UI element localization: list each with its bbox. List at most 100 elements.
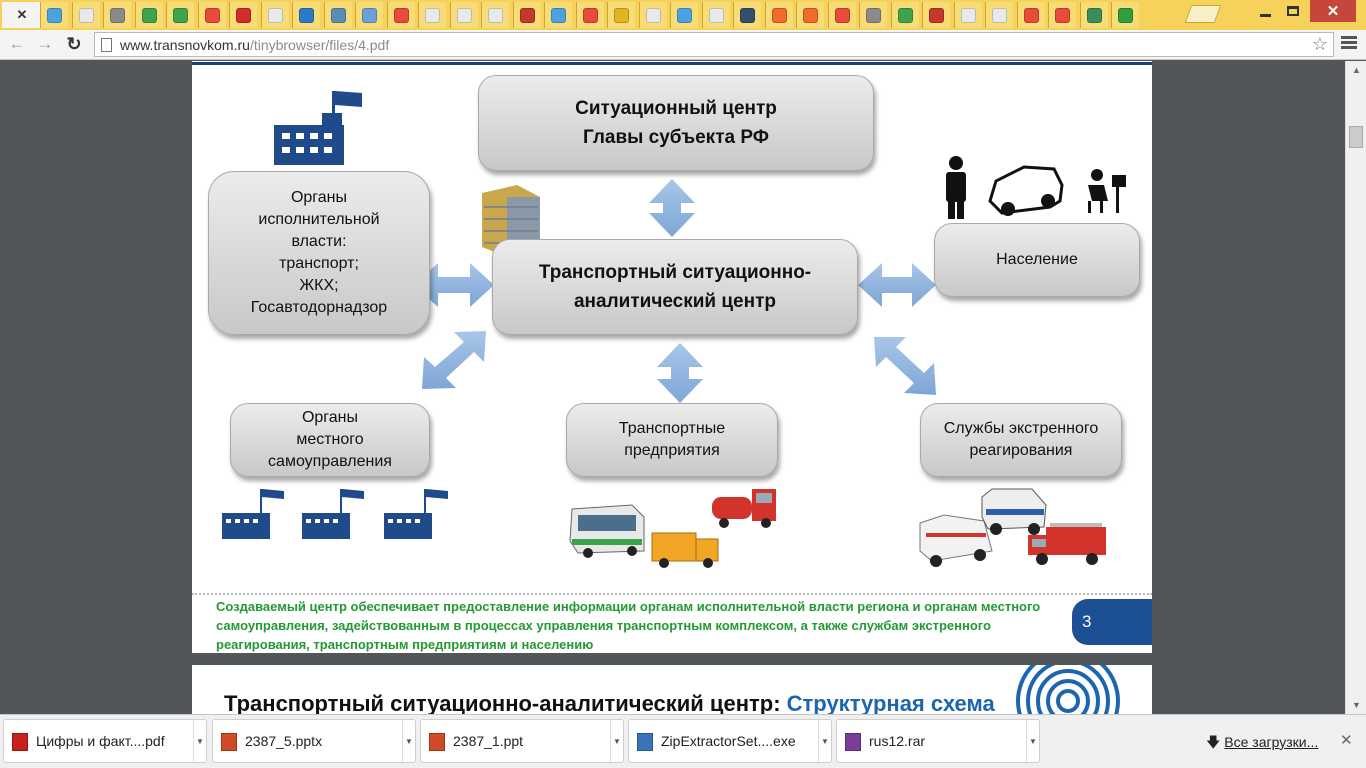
chrome-menu-button[interactable] — [1341, 36, 1357, 52]
browser-tab[interactable] — [670, 2, 698, 28]
browser-tab[interactable] — [481, 2, 509, 28]
all-downloads-link[interactable]: 🡇 Все загрузки... — [1206, 732, 1318, 756]
browser-tab[interactable] — [890, 2, 919, 28]
browser-tab[interactable] — [985, 2, 1013, 28]
browser-tab[interactable] — [764, 2, 793, 28]
grid-icon — [614, 7, 629, 23]
window-close-button[interactable]: ✕ — [1310, 0, 1356, 22]
transport-enterprises-line-1: Транспортные — [618, 420, 726, 437]
globe-icon — [299, 7, 314, 23]
browser-tab[interactable] — [323, 2, 352, 28]
browser-tab[interactable] — [71, 2, 100, 28]
browser-tab[interactable] — [733, 2, 761, 28]
download-menu-arrow-icon[interactable]: ▼ — [402, 720, 415, 762]
browser-tab[interactable] — [229, 2, 257, 28]
download-menu-arrow-icon[interactable]: ▼ — [610, 720, 623, 762]
maximize-button[interactable] — [1280, 0, 1306, 22]
shelf-close-icon[interactable]: ✕ — [1340, 732, 1353, 749]
yandex-icon — [393, 7, 409, 23]
browser-tab[interactable] — [103, 2, 131, 28]
browser-tab[interactable] — [1079, 2, 1108, 28]
yandex-icon — [834, 7, 850, 23]
browser-tab[interactable] — [796, 2, 824, 28]
local-government-box: Органы местного самоуправления — [230, 403, 430, 477]
document-icon — [992, 7, 1007, 23]
scrollbar-thumb[interactable] — [1349, 126, 1363, 148]
arrow-left-icon: ← — [8, 34, 26, 53]
download-item[interactable]: 2387_5.pptx▼ — [212, 719, 416, 763]
factory-icon-small-3 — [384, 489, 448, 539]
browser-tab[interactable] — [197, 2, 226, 28]
slide-4-title-accent: Структурная схема — [786, 691, 995, 714]
browser-tab[interactable]: ✕ — [2, 2, 42, 28]
double-arrow-bottom — [657, 343, 703, 403]
scroll-up-arrow-icon[interactable]: ▲ — [1352, 65, 1361, 75]
target-logo-icon — [1016, 665, 1120, 714]
browser-tab[interactable] — [922, 2, 950, 28]
address-bar[interactable]: www.transnovkom.ru/tinybrowser/files/4.p… — [94, 32, 1334, 57]
browser-tab[interactable] — [166, 2, 194, 28]
download-menu-arrow-icon[interactable]: ▼ — [818, 720, 831, 762]
browser-tab[interactable] — [701, 2, 730, 28]
back-button[interactable]: ← — [6, 33, 28, 55]
browser-tab[interactable] — [40, 2, 68, 28]
browser-tab[interactable] — [1016, 2, 1045, 28]
close-icon[interactable]: ✕ — [16, 7, 28, 22]
browser-tab[interactable] — [134, 2, 163, 28]
download-menu-arrow-icon[interactable]: ▼ — [193, 720, 206, 762]
download-item[interactable]: ZipExtractorSet....exe▼ — [628, 719, 832, 763]
browser-tab[interactable] — [292, 2, 320, 28]
browser-tab[interactable] — [575, 2, 604, 28]
vertical-scrollbar[interactable]: ▲ ▼ — [1345, 61, 1366, 714]
browser-tab[interactable] — [859, 2, 887, 28]
browser-tab[interactable] — [418, 2, 446, 28]
orange-circle-icon — [771, 7, 787, 23]
forward-button[interactable]: → — [34, 33, 56, 55]
cb-icon — [677, 7, 692, 23]
all-downloads-label: Все загрузки... — [1224, 734, 1319, 750]
yandex-icon — [582, 7, 598, 23]
url-text[interactable]: www.transnovkom.ru/tinybrowser/files/4.p… — [120, 37, 389, 53]
browser-tab[interactable] — [953, 2, 982, 28]
reload-button[interactable]: ↻ — [63, 33, 85, 55]
browser-tab[interactable] — [355, 2, 383, 28]
double-arrow-lower-right — [874, 337, 936, 395]
browser-tab[interactable] — [638, 2, 667, 28]
browser-tab[interactable] — [1111, 2, 1139, 28]
situation-center-box: Ситуационный центр Главы субъекта РФ — [478, 75, 874, 171]
browser-tab[interactable] — [449, 2, 478, 28]
document-icon — [645, 7, 661, 23]
browser-tab[interactable] — [512, 2, 541, 28]
utility-truck-icon — [651, 532, 719, 568]
download-item[interactable]: rus12.rar▼ — [836, 719, 1040, 763]
new-tab-button[interactable] — [1184, 5, 1222, 23]
yandex-icon — [204, 7, 220, 23]
executive-authorities-line-5: ЖКХ; — [299, 277, 339, 294]
double-arrow-left — [414, 263, 494, 307]
snowflake-icon — [362, 7, 377, 23]
emblem-icon — [929, 7, 944, 23]
window-icon — [110, 7, 125, 23]
slide-footer: Создаваемый центр обеспечивает предостав… — [192, 593, 1152, 653]
download-menu-arrow-icon[interactable]: ▼ — [1026, 720, 1039, 762]
person-icon — [946, 156, 966, 219]
download-filename: 2387_1.ppt — [453, 733, 524, 749]
download-item[interactable]: Цифры и факт....pdf▼ — [3, 719, 207, 763]
browser-tab[interactable] — [607, 2, 635, 28]
scroll-down-arrow-icon[interactable]: ▼ — [1352, 700, 1361, 710]
document-icon — [488, 7, 503, 23]
transport-enterprises-box: Транспортные предприятия — [566, 403, 778, 477]
browser-tab[interactable] — [827, 2, 856, 28]
bookmark-star-icon[interactable]: ☆ — [1311, 34, 1328, 54]
browser-tab[interactable] — [386, 2, 415, 28]
browser-tab[interactable] — [260, 2, 289, 28]
police-car-icon — [981, 488, 1047, 535]
download-item[interactable]: 2387_1.ppt ▼ — [420, 719, 624, 763]
situation-center-line-1: Ситуационный центр — [575, 98, 777, 119]
minimize-button[interactable] — [1252, 0, 1278, 22]
population-box: Население — [934, 223, 1140, 297]
situation-center-line-2: Главы субъекта РФ — [583, 127, 769, 148]
pdf-viewer[interactable]: Ситуационный центр Главы субъекта РФ Тра… — [0, 61, 1345, 714]
browser-tab[interactable] — [1048, 2, 1076, 28]
browser-tab[interactable] — [544, 2, 572, 28]
